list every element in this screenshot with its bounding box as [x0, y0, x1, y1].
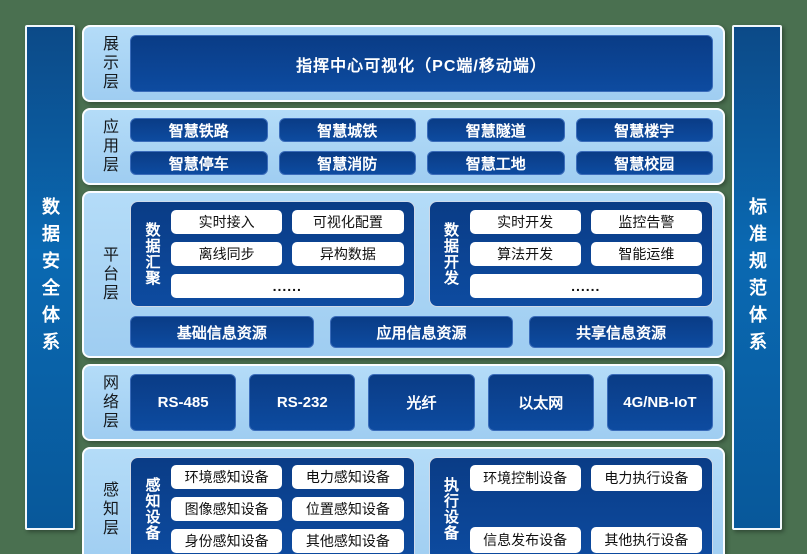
sensing-devices-group: 感知设备 环境感知设备 电力感知设备 图像感知设备 位置感知设备 身份感知设备 …	[130, 457, 415, 554]
device-pill: 电力感知设备	[292, 465, 404, 489]
sensing-devices-pills: 环境感知设备 电力感知设备 图像感知设备 位置感知设备 身份感知设备 其他感知设…	[171, 465, 404, 553]
layer-panel-presentation: 展示层 指挥中心可视化（PC端/移动端）	[82, 25, 725, 102]
layer-panel-application: 应用层 智慧铁路 智慧城铁 智慧隧道 智慧楼宇 智慧停车 智慧消防 智慧工地 智…	[82, 108, 725, 185]
platform-capability-pill: 离线同步	[171, 242, 283, 266]
device-pill: 电力执行设备	[590, 465, 702, 491]
resource-item: 应用信息资源	[329, 316, 514, 348]
more-ellipsis-pill: ......	[469, 274, 702, 298]
execution-devices-pills: 环境控制设备 电力执行设备 信息发布设备 其他执行设备	[469, 465, 702, 553]
application-item: 智慧工地	[427, 151, 565, 175]
data-aggregation-group: 数据汇聚 实时接入 可视化配置 离线同步 异构数据 ......	[130, 201, 415, 307]
layer-panel-network: 网络层 RS-485 RS-232 光纤 以太网 4G/NB-IoT	[82, 364, 725, 441]
application-item: 智慧楼宇	[575, 118, 713, 142]
platform-capability-pill: 智能运维	[590, 242, 702, 266]
device-pill: 身份感知设备	[171, 529, 283, 553]
presentation-content: 指挥中心可视化（PC端/移动端）	[130, 35, 713, 92]
layer-panel-perception: 感知层 感知设备 环境感知设备 电力感知设备 图像感知设备 位置感知设备 身份感…	[82, 447, 725, 554]
data-aggregation-group-label: 数据汇聚	[143, 222, 161, 286]
layer-stack: 展示层 指挥中心可视化（PC端/移动端） 应用层 智慧铁路 智慧城铁 智慧隧道 …	[82, 25, 725, 554]
device-pill: 环境控制设备	[469, 465, 581, 491]
network-item: 4G/NB-IoT	[606, 374, 714, 431]
application-item: 智慧城铁	[278, 118, 416, 142]
platform-groups: 数据汇聚 实时接入 可视化配置 离线同步 异构数据 ...... 数据开发 实时…	[130, 201, 713, 307]
perception-layer-label: 感知层	[100, 480, 117, 538]
network-row: RS-485 RS-232 光纤 以太网 4G/NB-IoT	[130, 374, 714, 431]
information-resources-row: 基础信息资源 应用信息资源 共享信息资源	[130, 316, 714, 348]
application-item: 智慧停车	[130, 151, 268, 175]
left-system-bar: 数据安全体系	[25, 25, 75, 530]
application-item: 智慧铁路	[130, 118, 268, 142]
sensing-devices-group-label: 感知设备	[143, 477, 161, 541]
device-pill: 位置感知设备	[292, 497, 404, 521]
data-development-group-label: 数据开发	[442, 222, 459, 286]
platform-capability-pill: 可视化配置	[292, 210, 404, 234]
device-pill: 信息发布设备	[469, 527, 581, 553]
resource-item: 基础信息资源	[130, 316, 314, 348]
platform-capability-pill: 实时接入	[171, 210, 283, 234]
device-pill: 其他感知设备	[292, 529, 404, 553]
device-pill: 其他执行设备	[590, 527, 702, 553]
network-item: 以太网	[487, 374, 594, 431]
network-item: RS-232	[249, 374, 356, 431]
presentation-layer-label: 展示层	[100, 35, 117, 92]
command-center-title-box: 指挥中心可视化（PC端/移动端）	[130, 35, 713, 92]
application-item: 智慧消防	[278, 151, 416, 175]
application-item: 智慧校园	[575, 151, 713, 175]
data-aggregation-pills: 实时接入 可视化配置 离线同步 异构数据 ......	[171, 210, 404, 298]
right-system-bar-label: 标准规范体系	[747, 196, 767, 359]
layer-panel-platform: 平台层 数据汇聚 实时接入 可视化配置 离线同步 异构数据 ......	[82, 191, 725, 358]
data-development-pills: 实时开发 监控告警 算法开发 智能运维 ......	[469, 210, 702, 298]
network-item: RS-485	[130, 374, 237, 431]
platform-capability-pill: 异构数据	[292, 242, 404, 266]
left-system-bar-label: 数据安全体系	[40, 196, 60, 359]
application-layer-label: 应用层	[100, 118, 117, 175]
execution-devices-group-label: 执行设备	[442, 477, 459, 541]
application-item: 智慧隧道	[427, 118, 565, 142]
platform-capability-pill: 监控告警	[590, 210, 702, 234]
platform-capability-pill: 实时开发	[469, 210, 581, 234]
network-layer-label: 网络层	[100, 374, 117, 431]
more-ellipsis-pill: ......	[171, 274, 404, 298]
execution-devices-group: 执行设备 环境控制设备 电力执行设备 信息发布设备 其他执行设备	[428, 457, 713, 554]
perception-groups: 感知设备 环境感知设备 电力感知设备 图像感知设备 位置感知设备 身份感知设备 …	[130, 457, 713, 554]
network-item: 光纤	[368, 374, 475, 431]
platform-content: 数据汇聚 实时接入 可视化配置 离线同步 异构数据 ...... 数据开发 实时…	[130, 201, 714, 348]
data-development-group: 数据开发 实时开发 监控告警 算法开发 智能运维 ......	[428, 201, 713, 307]
device-pill: 图像感知设备	[171, 497, 283, 521]
platform-capability-pill: 算法开发	[469, 242, 581, 266]
application-grid: 智慧铁路 智慧城铁 智慧隧道 智慧楼宇 智慧停车 智慧消防 智慧工地 智慧校园	[130, 118, 713, 175]
platform-layer-label: 平台层	[100, 246, 117, 303]
right-system-bar: 标准规范体系	[732, 25, 782, 530]
device-pill: 环境感知设备	[171, 465, 283, 489]
resource-item: 共享信息资源	[529, 316, 714, 348]
